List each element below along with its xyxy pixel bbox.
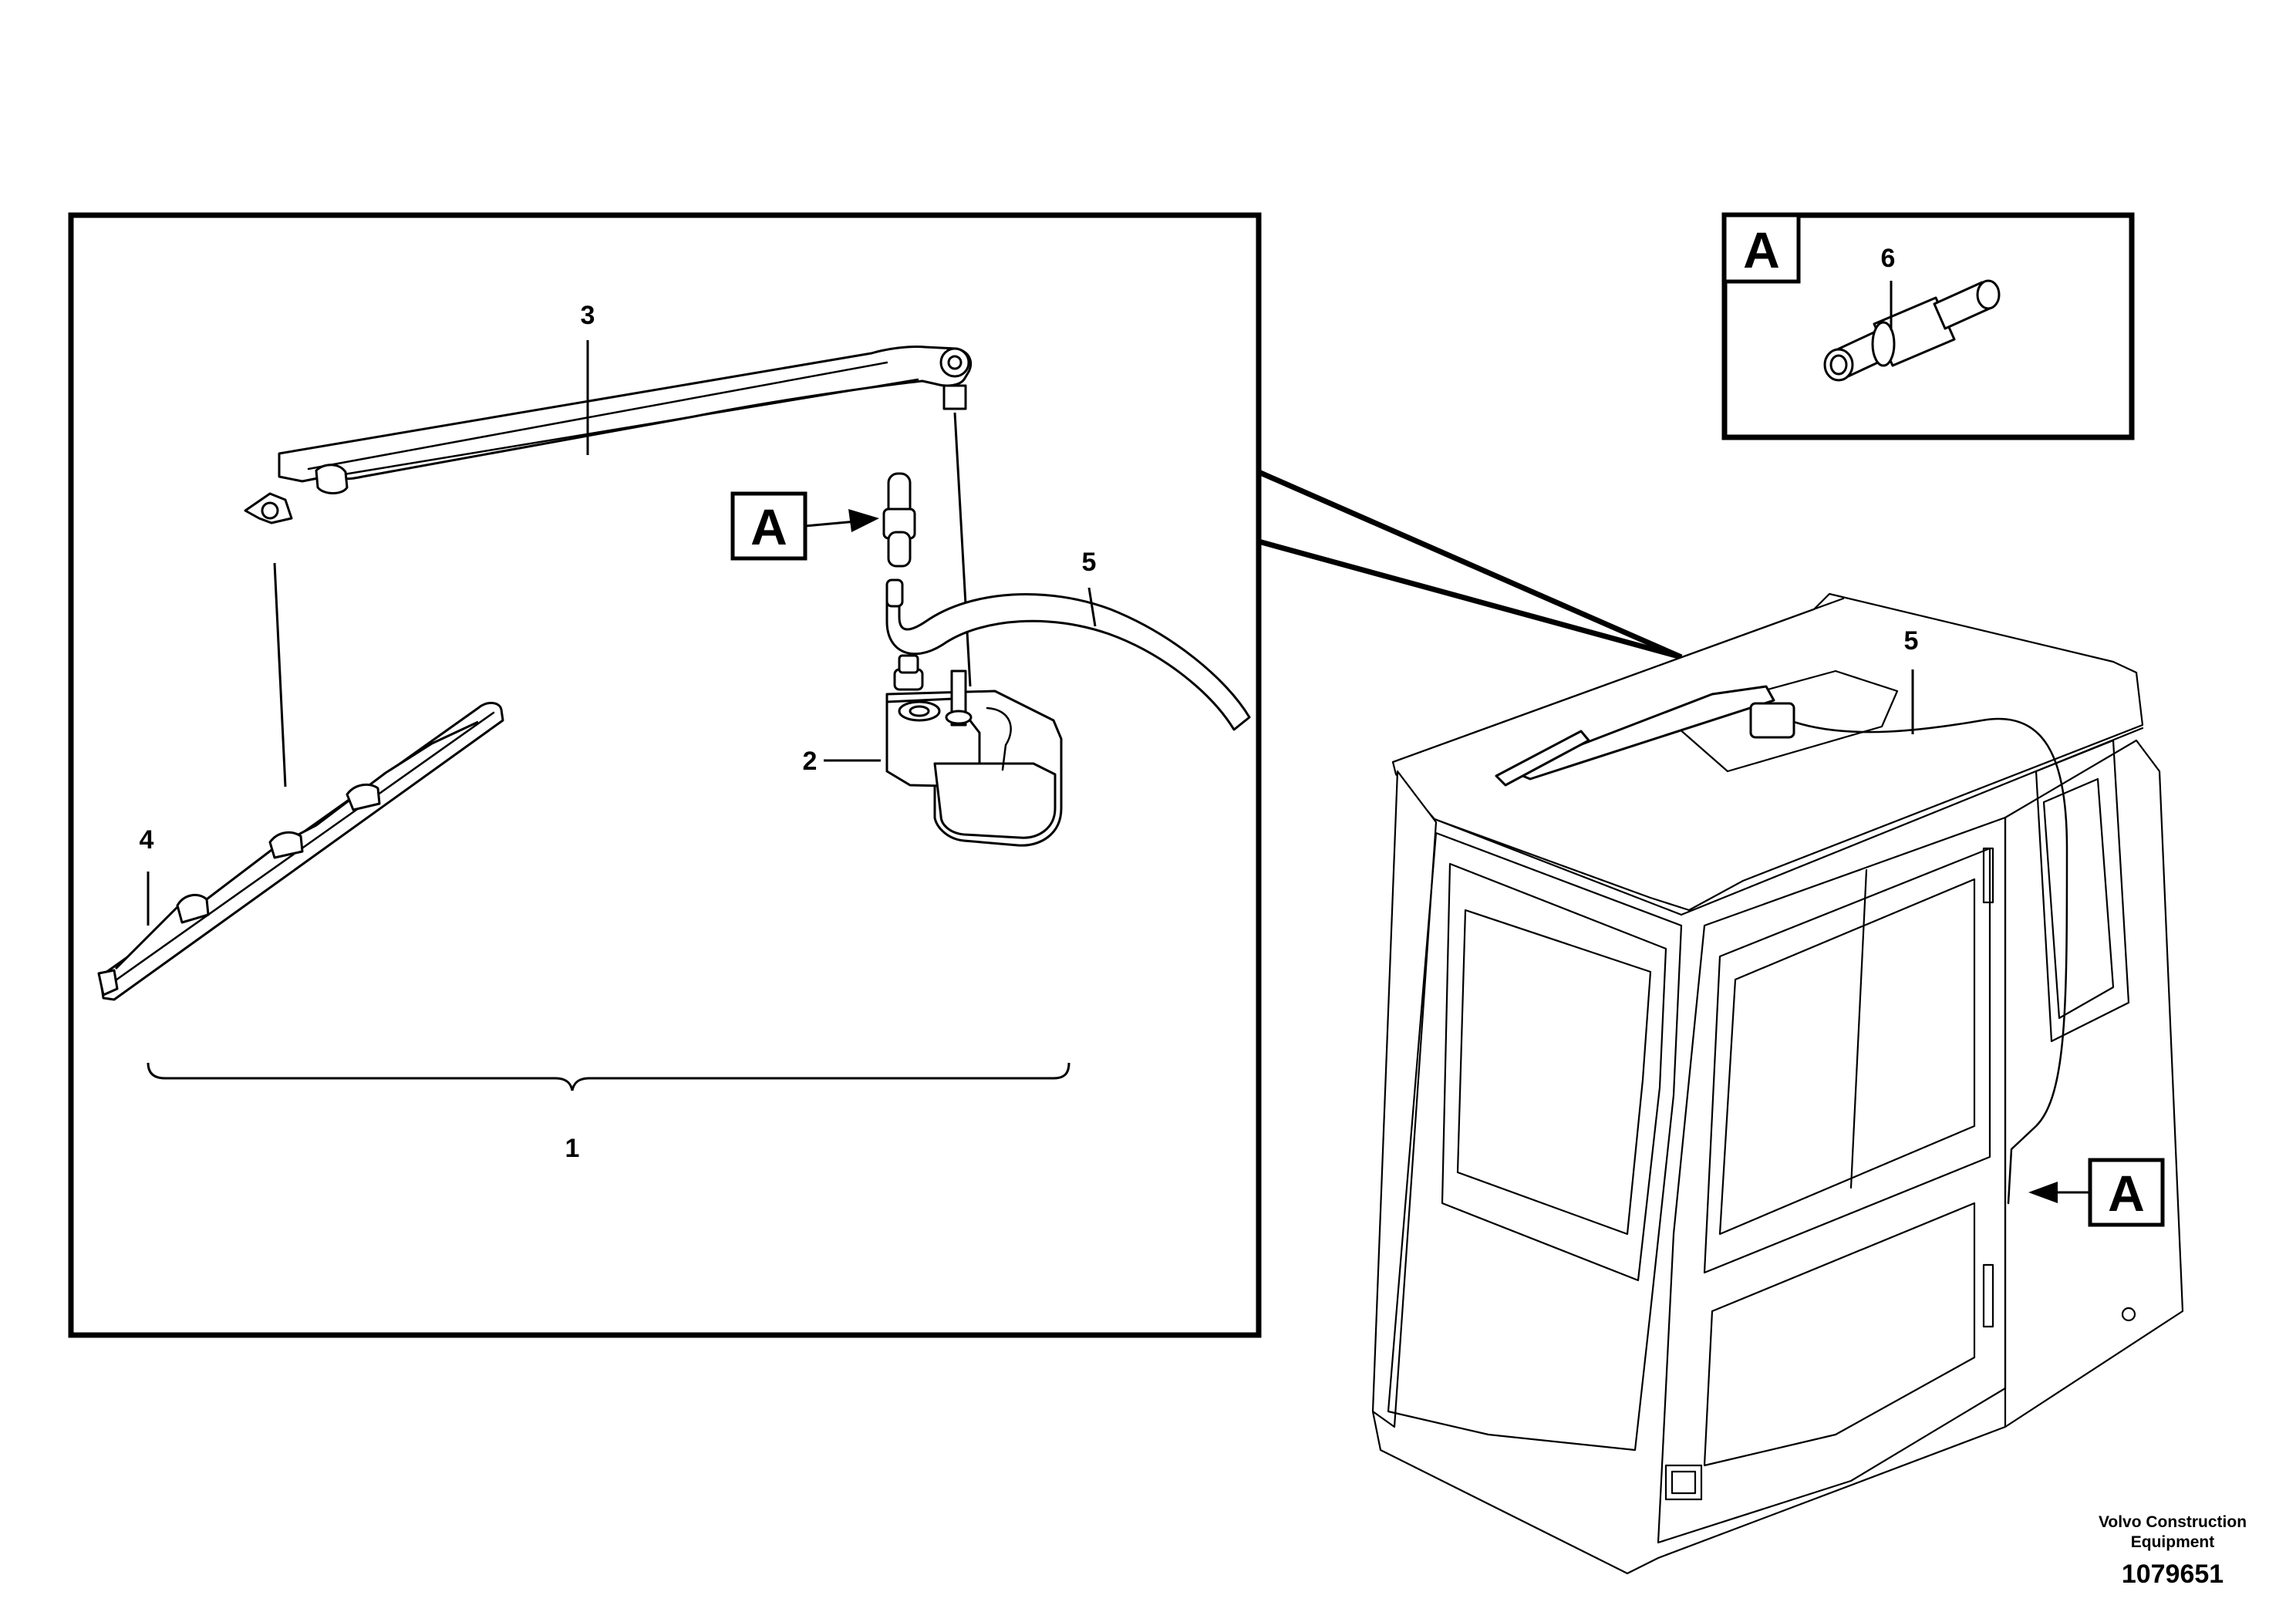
detail-frame <box>68 212 1262 1338</box>
hose-connector <box>882 472 916 568</box>
wiper-motor <box>885 654 1063 847</box>
svg-text:A: A <box>2108 1165 2145 1222</box>
hose-connector-enlarged <box>1823 279 2001 382</box>
wiper-blade <box>97 702 504 1001</box>
publisher-line-1: Volvo Construction <box>2099 1513 2247 1531</box>
arrow-cab <box>2028 1182 2090 1203</box>
callout-3: 3 <box>581 301 595 330</box>
kit-bracket <box>147 1062 1070 1091</box>
wiper-arm <box>244 346 973 524</box>
svg-text:A: A <box>1743 221 1780 278</box>
callout-5-detail: 5 <box>1082 548 1097 577</box>
zoom-lines <box>1257 469 1683 660</box>
callout-5-cab: 5 <box>1904 626 1919 656</box>
arrow-detail <box>804 509 879 532</box>
reference-box-detail: A <box>730 491 807 561</box>
document-number: 1079651 <box>2122 1560 2224 1589</box>
inset-frame <box>1721 212 2135 440</box>
washer-hose <box>885 578 1251 731</box>
callout-4: 4 <box>140 825 154 855</box>
callout-6: 6 <box>1881 244 1896 273</box>
reference-box-inset: A <box>1722 213 1801 284</box>
reference-box-cab: A <box>2088 1158 2165 1227</box>
callout-1: 1 <box>565 1134 580 1163</box>
callout-2: 2 <box>803 747 818 776</box>
publisher-line-2: Equipment <box>2131 1533 2215 1551</box>
operator-cab <box>1371 592 2184 1575</box>
svg-text:A: A <box>750 498 787 555</box>
